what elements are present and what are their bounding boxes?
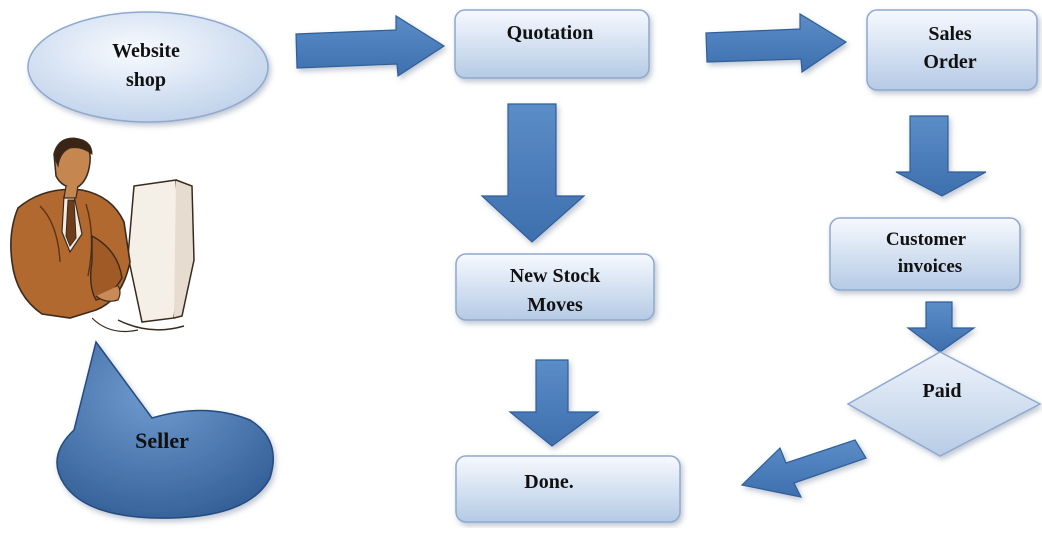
sales-order-node: Sales Order xyxy=(866,9,1038,91)
arrow-quotation-to-sales-order xyxy=(705,12,848,74)
arrow-invoices-to-paid xyxy=(906,301,976,353)
paid-node: Paid xyxy=(846,351,1042,457)
customer-invoices-node: Customer invoices xyxy=(829,217,1021,291)
arrow-sales-order-to-invoices xyxy=(895,115,987,197)
arrow-quotation-to-stock-moves xyxy=(480,103,586,243)
quotation-label: Quotation xyxy=(507,22,594,44)
paid-label: Paid xyxy=(923,380,962,402)
customer-invoices-label-line2: invoices xyxy=(898,256,962,277)
sales-order-label-line1: Sales xyxy=(928,23,972,45)
customer-invoices-label-line1: Customer xyxy=(886,229,967,250)
new-stock-moves-label-line1: New Stock xyxy=(510,265,601,287)
new-stock-moves-label-line2: Moves xyxy=(527,294,583,316)
website-shop-label-line2: shop xyxy=(126,69,166,91)
sales-order-label-line2: Order xyxy=(923,51,976,73)
done-node: Done. xyxy=(455,455,681,523)
seller-label: Seller xyxy=(135,428,189,453)
seller-callout: Seller xyxy=(56,340,274,519)
arrow-website-to-quotation xyxy=(295,14,446,78)
arrow-stock-moves-to-done xyxy=(508,359,600,447)
website-shop-node: Website shop xyxy=(27,11,269,123)
quotation-node: Quotation xyxy=(454,9,650,79)
website-shop-label-line1: Website xyxy=(112,40,180,62)
seller-figure-icon xyxy=(10,137,195,333)
arrow-paid-to-done xyxy=(740,439,867,498)
done-label: Done. xyxy=(524,471,573,493)
new-stock-moves-node: New Stock Moves xyxy=(455,253,655,321)
